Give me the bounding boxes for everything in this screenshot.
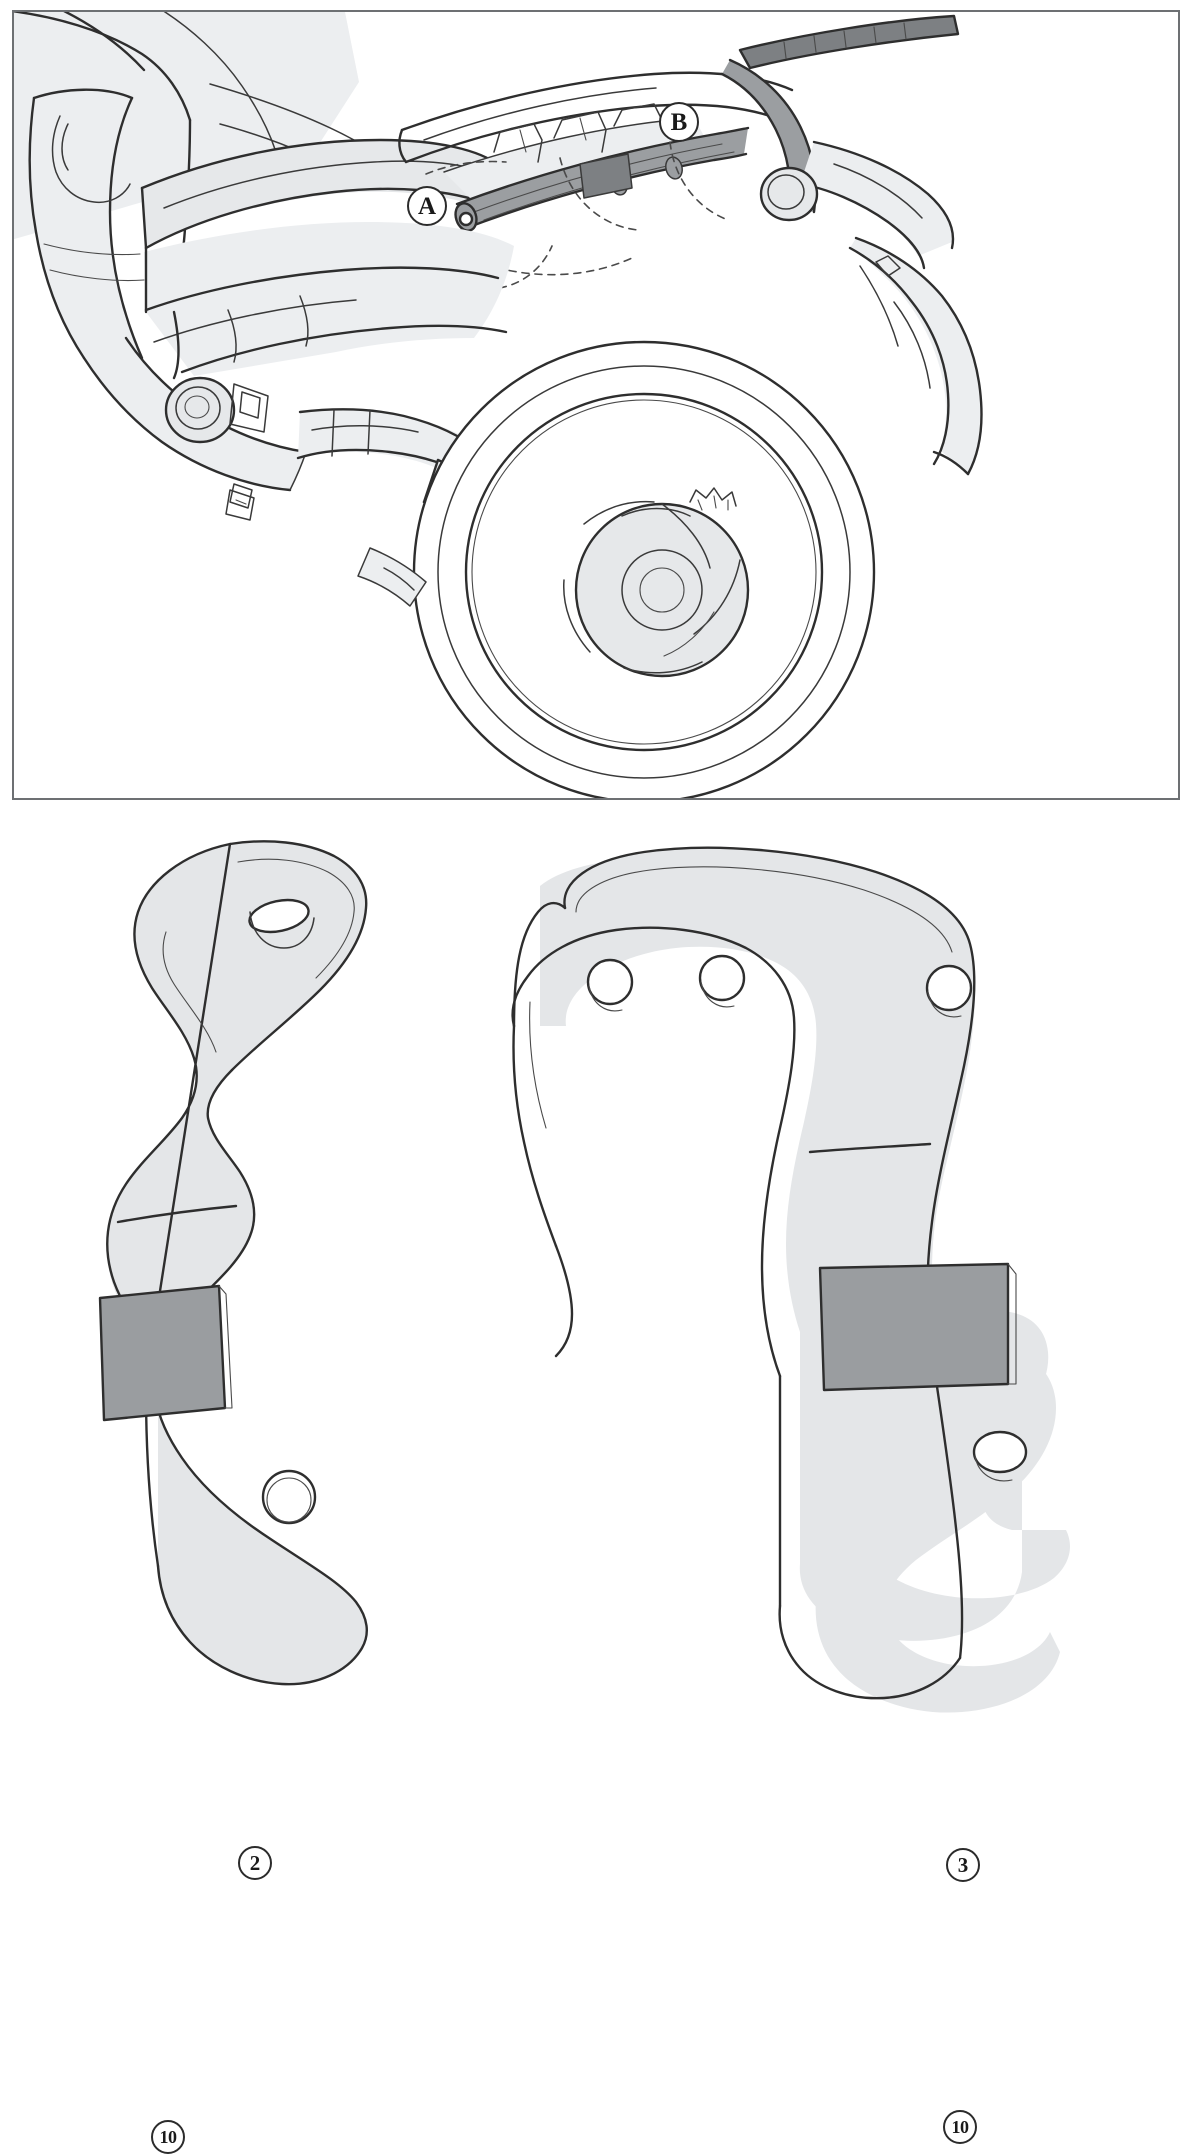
left-bracket-rubber-pad	[98, 1284, 233, 1422]
right-bracket-hole-3	[925, 964, 973, 1018]
tank-and-fairing	[28, 88, 145, 360]
engine-casing	[82, 336, 308, 521]
callout-b-label: B	[670, 108, 688, 136]
left-bracket-hole-bottom	[261, 1469, 317, 1525]
part-10-right-label: 10	[951, 2117, 970, 2137]
part-3-label: 3	[957, 1852, 969, 1877]
diagram-page: A B	[0, 10, 1200, 2154]
part-badge-10-left: 10	[151, 2120, 185, 2154]
bottom-parts-panel: 2 10 3 10	[0, 812, 1200, 2154]
part-2-label: 2	[249, 1850, 261, 1875]
callout-a-label: A	[417, 192, 437, 220]
part-10-left-label: 10	[159, 2127, 178, 2147]
callout-badge-a: A	[407, 186, 447, 226]
bracket-parts-illustration	[98, 840, 1070, 1713]
top-panel-frame: A B	[12, 10, 1180, 800]
left-bracket-part	[98, 840, 368, 1686]
right-bracket-hole-1	[586, 958, 634, 1012]
right-bracket-hole-2	[698, 954, 746, 1008]
left-bracket-hole-top	[248, 898, 315, 949]
part-badge-3: 3	[946, 1848, 980, 1882]
part-badge-10-right: 10	[943, 2110, 977, 2144]
motorcycle-rear-assembly-illustration	[14, 12, 983, 798]
tail-section	[759, 140, 983, 476]
right-bracket-bend-line	[808, 1142, 932, 1154]
detail-marker	[229, 483, 253, 509]
lower-bracket	[357, 547, 427, 607]
seat-assembly	[140, 138, 502, 250]
right-bracket-part	[511, 846, 1070, 1713]
rear-wheel	[412, 340, 876, 798]
right-bracket-outline	[511, 846, 1060, 1713]
right-bracket-hole-bottom	[972, 1430, 1028, 1482]
side-cover-panel	[144, 222, 514, 380]
right-bracket-rubber-pad	[818, 1262, 1017, 1392]
part-badge-2: 2	[238, 1846, 272, 1880]
left-bracket-bend-line	[116, 1204, 238, 1224]
callout-badge-b: B	[659, 102, 699, 142]
